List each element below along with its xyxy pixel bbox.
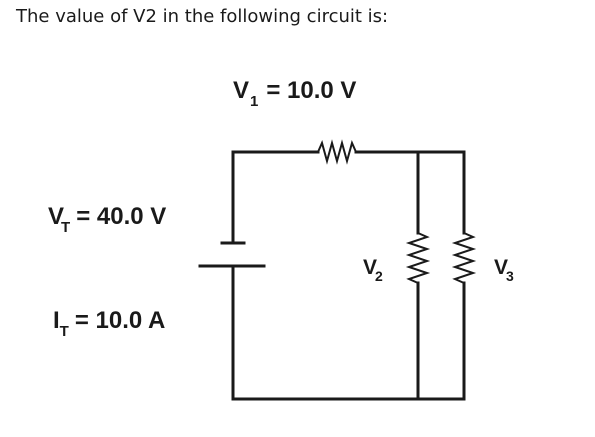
resistor-r3 [451, 232, 477, 284]
v3-label: V3 [494, 256, 514, 284]
v2-label: V2 [363, 256, 383, 284]
question-text: The value of V2 in the following circuit… [16, 6, 389, 27]
resistor-r1 [317, 139, 357, 165]
vt-label: VT= 40.0 V [48, 203, 166, 236]
resistor-r2 [405, 232, 431, 284]
v1-label: V1= 10.0 V [233, 77, 356, 110]
it-label: IT= 10.0 A [53, 307, 165, 340]
